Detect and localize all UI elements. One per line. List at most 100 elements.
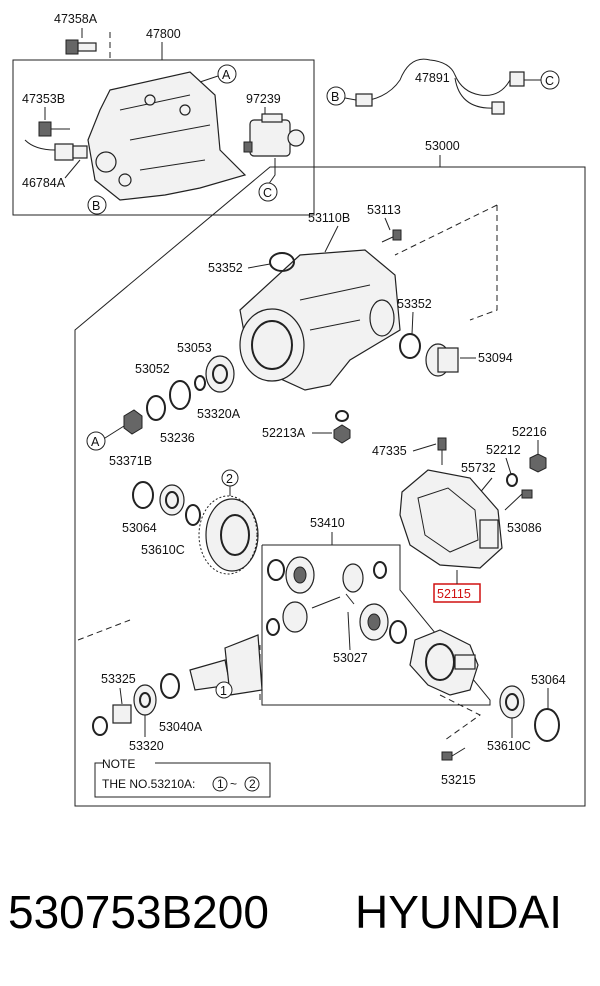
washer-pinion-bottom: [266, 618, 280, 636]
plug-52213A: [333, 424, 351, 444]
label-53320: 53320: [129, 739, 164, 753]
washer-53052: [146, 395, 166, 421]
differential-gear-box: [261, 544, 491, 706]
label-53352-right: 53352: [397, 297, 432, 311]
label-55732: 55732: [461, 461, 496, 475]
label-47358A: 47358A: [54, 12, 98, 26]
label-47353B: 47353B: [22, 92, 65, 106]
label-53053: 53053: [177, 341, 212, 355]
callout-a-top: A: [199, 64, 237, 84]
label-53352-left: 53352: [208, 261, 243, 275]
bolt-53086: [504, 489, 533, 511]
collar-53325: [112, 704, 132, 724]
nut-53371B: [123, 409, 143, 435]
label-47335: 47335: [372, 444, 407, 458]
label-53064-left: 53064: [122, 521, 157, 535]
label-53064-right: 53064: [531, 673, 566, 687]
label-53094: 53094: [478, 351, 513, 365]
label-53215: 53215: [441, 773, 476, 787]
callout-two: 2: [221, 469, 239, 496]
svg-text:C: C: [263, 186, 272, 200]
svg-text:B: B: [92, 199, 100, 213]
plug-52216: [529, 453, 547, 473]
svg-text:C: C: [545, 74, 554, 88]
carrier-housing-53110B: [239, 249, 401, 391]
wire-harness-47891: [355, 58, 525, 115]
label-52115: 52115: [437, 587, 471, 601]
shim-53064-left: [132, 481, 154, 509]
label-53110B: 53110B: [308, 211, 350, 225]
washer-side-right: [389, 620, 407, 644]
vent-47335: [437, 437, 447, 465]
washer-side-left: [267, 559, 285, 581]
label-53236: 53236: [160, 431, 195, 445]
side-gear-right: [359, 603, 389, 641]
seal-53352-left: [269, 252, 295, 272]
label-53027: 53027: [333, 651, 368, 665]
label-53000: 53000: [425, 139, 460, 153]
callout-one: 1: [215, 681, 233, 699]
label-53052: 53052: [135, 362, 170, 376]
gasket-52212: [506, 473, 518, 487]
note-range-start: 1: [217, 777, 224, 791]
bearing-53320A: [205, 355, 235, 393]
sensor-47353B: [38, 121, 70, 137]
label-53610C-left: 53610C: [141, 543, 185, 557]
actuator-housing: [87, 71, 247, 201]
bearing-53610C-left: [159, 484, 185, 516]
label-52213A: 52213A: [262, 426, 306, 440]
label-53325: 53325: [101, 672, 136, 686]
label-53410: 53410: [310, 516, 345, 530]
footer-brand: HYUNDAI: [355, 886, 562, 938]
bolt-53215: [441, 747, 466, 761]
note-box: NOTE THE NO.53210A: 1 ~ 2: [94, 756, 271, 798]
ring-gear: [198, 495, 259, 575]
note-title: NOTE: [102, 757, 135, 771]
side-gear-left: [285, 556, 315, 594]
note-range-sep: ~: [230, 777, 237, 791]
svg-text:B: B: [331, 90, 339, 104]
actuator-assembly-box: [12, 59, 315, 216]
pinion-gear-bottom: [282, 601, 308, 633]
svg-text:1: 1: [220, 684, 227, 698]
connector-46784A: [24, 139, 88, 161]
label-53610C-right: 53610C: [487, 739, 531, 753]
label-52212: 52212: [486, 443, 521, 457]
washer-52213A-ring: [335, 410, 349, 422]
label-47891: 47891: [415, 71, 450, 85]
spacer-53040A: [160, 673, 180, 699]
seal-lower-left: [92, 716, 108, 736]
washer-pinion-top: [373, 561, 387, 579]
bearing-53320: [133, 684, 157, 716]
ring-53236: [169, 380, 191, 410]
label-53113: 53113: [367, 203, 401, 217]
label-47800: 47800: [146, 27, 181, 41]
differential-case: [409, 629, 479, 696]
bearing-53610C-right: [499, 685, 525, 719]
spacer-53053: [194, 375, 206, 391]
callout-a-mid: A: [86, 425, 125, 451]
footer-part-number: 530753B200: [8, 886, 269, 938]
svg-text:A: A: [222, 68, 231, 82]
note-range-end: 2: [249, 777, 256, 791]
rear-cover-52115: [399, 469, 503, 569]
note-text: THE NO.53210A:: [102, 777, 195, 791]
label-53086: 53086: [507, 521, 542, 535]
callout-c-right: C: [524, 70, 560, 90]
label-53371B: 53371B: [109, 454, 152, 468]
bolt-53113: [381, 229, 402, 243]
motor-97239: [243, 113, 305, 157]
differential-assembly-outline: [74, 166, 586, 807]
pinion-gear-top: [342, 563, 364, 593]
cross-pin: [311, 596, 341, 609]
shim-53064-right: [534, 708, 560, 742]
seal-53352-right: [399, 333, 421, 359]
svg-text:A: A: [91, 435, 100, 449]
label-97239: 97239: [246, 92, 281, 106]
callout-b-left: B: [87, 195, 107, 215]
flange-53094: [425, 343, 459, 377]
label-53040A: 53040A: [159, 720, 203, 734]
race-53610C-left: [185, 504, 201, 526]
label-52216: 52216: [512, 425, 547, 439]
